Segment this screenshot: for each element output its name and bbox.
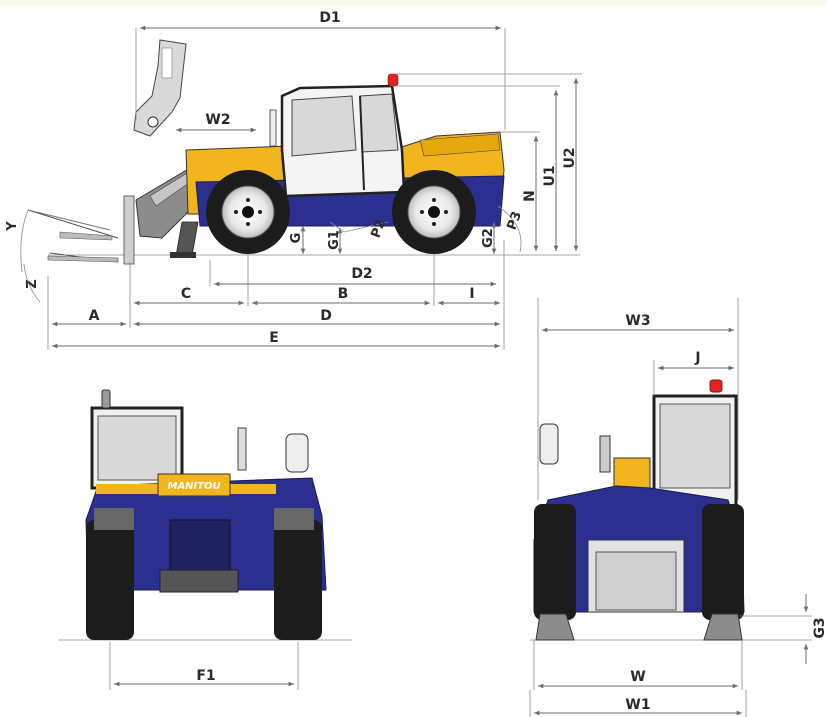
label-d2: D2 <box>351 266 372 282</box>
side-view: D1 W2 U2 U1 N Y Z G G1 P2 G2 P3 D2 <box>5 10 582 350</box>
beacon-light <box>387 73 399 87</box>
label-u2: U2 <box>562 147 578 168</box>
label-w3: W3 <box>625 313 650 329</box>
label-w: W <box>630 669 645 685</box>
label-g3: G3 <box>812 617 826 638</box>
label-z: Z <box>25 279 40 288</box>
rear-view: W3 J G3 W W1 <box>529 298 826 717</box>
front-brand-plate <box>157 473 231 497</box>
label-g: G <box>289 233 304 244</box>
label-e: E <box>269 330 279 346</box>
label-d1: D1 <box>319 10 340 26</box>
label-w1: W1 <box>625 697 650 713</box>
label-u1: U1 <box>542 165 558 186</box>
label-y: Y <box>5 221 20 232</box>
label-c: C <box>181 286 191 302</box>
mirror <box>269 109 277 147</box>
label-f1: F1 <box>196 668 215 684</box>
label-d: D <box>320 308 332 324</box>
fork-carriage <box>20 195 135 273</box>
label-n: N <box>522 190 538 202</box>
front-stabilizer <box>175 221 199 257</box>
front-wheel <box>206 170 290 254</box>
label-b: B <box>338 286 349 302</box>
front-left-tire <box>86 520 134 640</box>
label-j: J <box>694 350 700 366</box>
raised-carriage <box>133 39 187 137</box>
front-right-tire <box>274 520 322 640</box>
label-a: A <box>89 308 100 324</box>
label-w2: W2 <box>205 112 230 128</box>
top-strip <box>0 0 826 6</box>
label-g2: G2 <box>481 228 496 248</box>
brand-label: MANITOU <box>167 481 220 492</box>
rear-wheel <box>392 170 476 254</box>
rear-beacon <box>709 379 723 393</box>
label-p3: P3 <box>504 210 524 233</box>
label-p2: P2 <box>368 218 388 241</box>
label-g1: G1 <box>327 230 342 250</box>
label-i: I <box>469 286 474 302</box>
rear-right-tire <box>702 504 744 620</box>
rear-left-tire <box>534 504 576 620</box>
front-view: MANITOU F1 <box>58 389 352 690</box>
